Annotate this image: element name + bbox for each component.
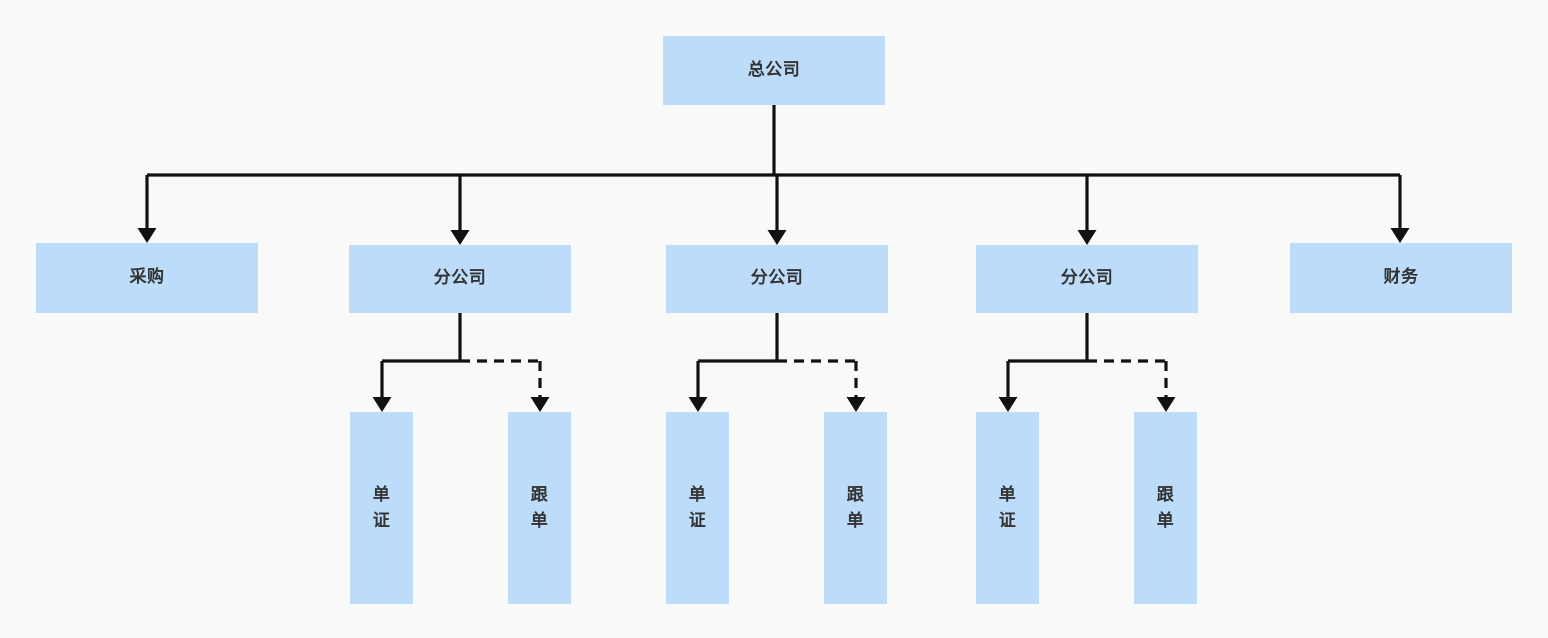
node-label: 分公司 (1060, 268, 1114, 289)
node-label: 单 证 (372, 484, 391, 531)
node-label: 分公司 (433, 268, 487, 289)
arrowhead-finance (1390, 228, 1410, 243)
node-label: 单 证 (688, 484, 707, 531)
arrowhead-branch1 (450, 230, 470, 245)
node-label: 总公司 (747, 59, 801, 80)
node-merchandising-3[interactable]: 跟 单 (1134, 412, 1197, 604)
node-branch-2[interactable]: 分公司 (666, 245, 888, 313)
node-merchandising-1[interactable]: 跟 单 (508, 412, 571, 604)
node-branch-1[interactable]: 分公司 (349, 245, 571, 313)
node-documentation-3[interactable]: 单 证 (976, 412, 1039, 604)
node-purchasing[interactable]: 采购 (36, 243, 258, 313)
arrowhead-docs3 (998, 397, 1018, 412)
arrowhead-merch3 (1156, 397, 1176, 412)
arrowhead-docs1 (372, 397, 392, 412)
node-finance[interactable]: 财务 (1290, 243, 1512, 313)
arrowhead-merch2 (846, 397, 866, 412)
node-label: 采购 (129, 267, 165, 288)
node-label: 财务 (1383, 267, 1419, 288)
arrowhead-merch1 (530, 397, 550, 412)
arrowhead-branch2 (767, 230, 787, 245)
node-label: 分公司 (750, 268, 804, 289)
node-label: 跟 单 (1156, 484, 1175, 531)
node-documentation-2[interactable]: 单 证 (666, 412, 729, 604)
node-head-office[interactable]: 总公司 (663, 36, 885, 105)
node-branch-3[interactable]: 分公司 (976, 245, 1198, 313)
node-merchandising-2[interactable]: 跟 单 (824, 412, 887, 604)
node-label: 跟 单 (530, 484, 549, 531)
node-documentation-1[interactable]: 单 证 (350, 412, 413, 604)
arrowhead-purchasing (137, 228, 157, 243)
node-label: 跟 单 (846, 484, 865, 531)
arrowhead-branch3 (1077, 230, 1097, 245)
arrowhead-docs2 (688, 397, 708, 412)
node-label: 单 证 (998, 484, 1017, 531)
